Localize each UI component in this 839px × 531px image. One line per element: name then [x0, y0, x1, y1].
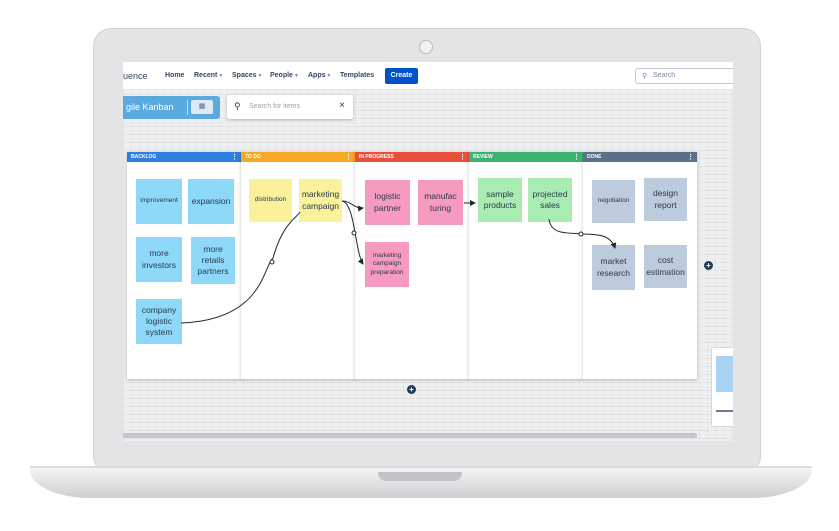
add-row-plus-icon[interactable]: +: [407, 385, 416, 394]
column-title: REVIEW: [473, 154, 493, 160]
column-menu-icon[interactable]: ⋮: [231, 154, 238, 161]
sticky-note[interactable]: marketing campaign: [299, 179, 342, 222]
column-header[interactable]: BACKLOG ⋮: [127, 152, 241, 162]
add-column-plus-icon[interactable]: +: [704, 261, 713, 270]
sticky-note[interactable]: marketing campaign preparation: [365, 242, 409, 287]
column-header[interactable]: DONE ⋮: [583, 152, 697, 162]
nav-people[interactable]: People▼: [270, 72, 299, 79]
column-title: DONE: [587, 154, 602, 160]
app-screen: uence Home Recent▼ Spaces▼ People▼ Apps▼…: [123, 62, 733, 441]
sticky-note[interactable]: more retails partners: [191, 237, 235, 284]
board-title-bar[interactable]: gile Kanban ▦: [123, 96, 220, 119]
camera-icon: [419, 40, 433, 54]
global-search-placeholder: Search: [653, 72, 676, 79]
top-navbar: uence Home Recent▼ Spaces▼ People▼ Apps▼…: [123, 62, 733, 90]
column-title: TO DO: [245, 154, 261, 160]
item-search-placeholder: Search for items: [249, 103, 300, 110]
chevron-down-icon: ▼: [326, 73, 332, 79]
minimap-viewport[interactable]: [716, 356, 733, 392]
chevron-down-icon: ▼: [218, 73, 224, 79]
column-menu-icon[interactable]: ⋮: [345, 154, 352, 161]
nav-spaces[interactable]: Spaces▼: [232, 72, 263, 79]
sticky-note[interactable]: negotiation: [592, 180, 635, 223]
sticky-note[interactable]: manufac turing: [418, 180, 463, 225]
sticky-note[interactable]: improvement: [136, 179, 182, 224]
sticky-note[interactable]: company logistic system: [136, 299, 182, 344]
sticky-note[interactable]: logistic partner: [365, 180, 410, 225]
column-menu-icon[interactable]: ⋮: [687, 154, 694, 161]
nav-apps[interactable]: Apps▼: [308, 72, 332, 79]
sticky-note[interactable]: expansion: [188, 179, 234, 224]
create-button[interactable]: Create: [385, 68, 418, 84]
brand-logo[interactable]: uence: [123, 71, 148, 81]
sticky-note[interactable]: sample products: [478, 178, 522, 222]
column-in-progress: IN PROGRESS ⋮ logistic partner manufac t…: [355, 152, 469, 379]
divider: [187, 100, 188, 115]
sticky-note[interactable]: distribution: [249, 179, 292, 222]
board-title: gile Kanban: [126, 102, 174, 112]
minimap[interactable]: [711, 347, 733, 427]
search-icon: ⚲: [234, 101, 241, 111]
sticky-note[interactable]: more investors: [136, 237, 182, 282]
item-search-input[interactable]: ⚲ Search for items ×: [227, 95, 353, 119]
column-header[interactable]: IN PROGRESS ⋮: [355, 152, 469, 162]
sticky-note[interactable]: design report: [644, 178, 687, 221]
column-done: DONE ⋮ negotiation design report market …: [583, 152, 697, 379]
column-title: IN PROGRESS: [359, 154, 394, 160]
sticky-note[interactable]: projected sales: [528, 178, 572, 222]
minimap-zoom-bar: [716, 410, 733, 412]
nav-templates[interactable]: Templates: [340, 72, 375, 79]
sticky-note[interactable]: cost estimation: [644, 245, 687, 288]
column-menu-icon[interactable]: ⋮: [573, 154, 580, 161]
chevron-down-icon: ▼: [257, 73, 263, 79]
column-header[interactable]: REVIEW ⋮: [469, 152, 583, 162]
board-icon[interactable]: ▦: [191, 100, 213, 114]
column-review: REVIEW ⋮ sample products projected sales: [469, 152, 583, 379]
horizontal-scrollbar[interactable]: [123, 433, 697, 438]
column-todo: TO DO ⋮ distribution marketing campaign: [241, 152, 355, 379]
column-header[interactable]: TO DO ⋮: [241, 152, 355, 162]
nav-recent[interactable]: Recent▼: [194, 72, 224, 79]
global-search-input[interactable]: ⚲ Search: [635, 68, 733, 84]
column-backlog: BACKLOG ⋮ improvement expansion more inv…: [127, 152, 241, 379]
column-title: BACKLOG: [131, 154, 157, 160]
column-menu-icon[interactable]: ⋮: [459, 154, 466, 161]
laptop-notch: [378, 472, 462, 481]
sticky-note[interactable]: market research: [592, 245, 635, 290]
nav-home[interactable]: Home: [165, 72, 185, 79]
search-icon: ⚲: [642, 73, 648, 80]
chevron-down-icon: ▼: [293, 73, 299, 79]
close-icon[interactable]: ×: [339, 100, 345, 111]
